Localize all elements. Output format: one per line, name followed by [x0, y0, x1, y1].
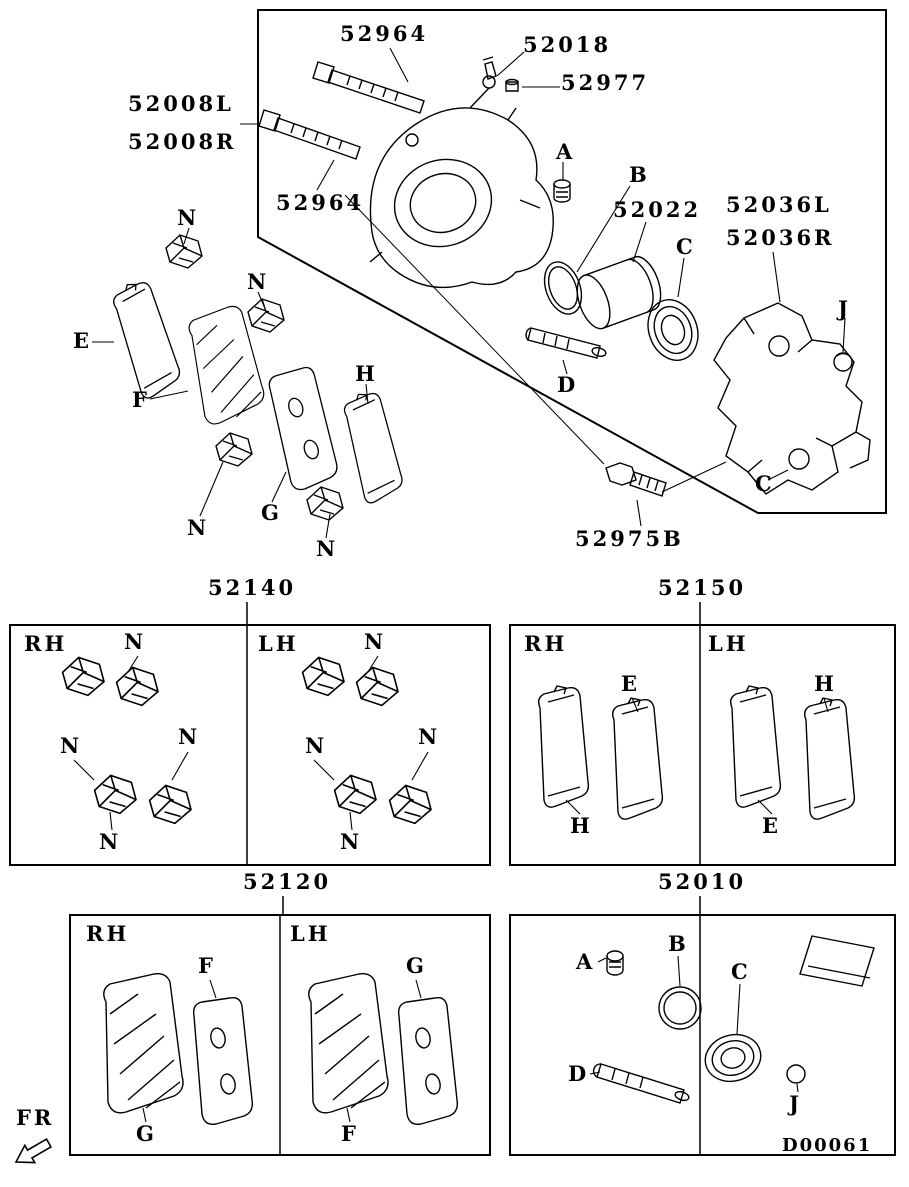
shim-kit-rh: RH: [524, 631, 568, 656]
label-clip-n: N: [187, 515, 210, 540]
label-cap-j: J: [838, 296, 851, 321]
guide-pin-upper-drawing: [312, 61, 425, 114]
label-shim-h: H: [355, 361, 378, 386]
grease-a-drawing: [553, 179, 571, 203]
pin-boot-j-drawing: [833, 352, 853, 372]
clip-kit-n: N: [60, 733, 83, 758]
piston-drawing: [576, 255, 662, 330]
label-caliper-left: 52008L: [128, 91, 234, 116]
pad-kit-lh: LH: [290, 921, 331, 946]
shim-kit-lh: LH: [708, 631, 749, 656]
front-direction-arrow-icon: [14, 1138, 52, 1164]
clip-kit-n: N: [305, 733, 328, 758]
pad-kit-g: G: [136, 1121, 157, 1146]
pad-kit-f: F: [198, 953, 216, 978]
label-bleeder-cap: 52977: [561, 70, 650, 95]
label-clip-n: N: [316, 536, 339, 561]
pad-kit-f: F: [341, 1121, 359, 1146]
label-pin-d: D: [557, 372, 579, 397]
label-carrier-right: 52036R: [726, 225, 835, 250]
clip-kit-n: N: [178, 724, 201, 749]
assembly-boundary: [257, 9, 887, 514]
seal-kit-j: J: [789, 1091, 802, 1116]
clip-n-drawing: [165, 234, 203, 269]
label-pin-upper: 52964: [340, 21, 429, 46]
clip-kit-n: N: [418, 724, 441, 749]
shim-kit-h: H: [570, 813, 593, 838]
carrier-bracket-drawing: [713, 302, 871, 495]
seal-kit-d: D: [568, 1061, 590, 1086]
piston-boot-drawing: [647, 299, 699, 361]
label-carrier-c: C: [755, 471, 775, 496]
label-pin-lower: 52964: [276, 190, 365, 215]
seal-kit-c: C: [731, 959, 751, 984]
doc-code: D00061: [782, 1135, 873, 1156]
clip-kit-n: N: [99, 829, 122, 854]
clip-kit-n: N: [364, 629, 387, 654]
guide-pin-lower-drawing: [258, 109, 361, 160]
shim-kit-part-no: 52150: [658, 575, 747, 600]
pad-kit-g: G: [406, 953, 427, 978]
label-pad-g: G: [261, 500, 282, 525]
pad-kit-rh: RH: [86, 921, 130, 946]
bleeder-screw-drawing: [469, 56, 497, 109]
clip-n-drawing: [306, 486, 344, 521]
exploded-view-drawing: [61, 56, 875, 1125]
label-guide-bolt: 52975B: [575, 526, 684, 551]
label-piston: 52022: [613, 197, 702, 222]
label-grease-a: A: [556, 139, 576, 164]
label-clip-n: N: [247, 269, 270, 294]
bleeder-cap-drawing: [505, 78, 519, 92]
kit-boxes: [9, 602, 896, 1156]
leader-lines: [73, 47, 846, 1123]
seal-kit-a: A: [576, 949, 596, 974]
clip-n-drawing: [215, 432, 253, 467]
pad-g-drawing: [266, 364, 341, 493]
shim-kit-e: E: [621, 671, 641, 696]
shim-kit-h: H: [814, 671, 837, 696]
caliper-body-drawing: [369, 107, 554, 289]
label-caliper-right: 52008R: [128, 129, 237, 154]
seal-kit-part-no: 52010: [658, 869, 747, 894]
shim-kit-e: E: [762, 813, 782, 838]
label-boot-c: C: [676, 234, 696, 259]
clip-kit-n: N: [340, 829, 363, 854]
outer-shim-e-drawing: [109, 276, 185, 402]
front-direction-label: FR: [16, 1105, 55, 1130]
pad-kit-part-no: 52120: [243, 869, 332, 894]
clip-kit-lh: LH: [258, 631, 299, 656]
label-clip-n: N: [177, 205, 200, 230]
label-pad-f: F: [132, 387, 150, 412]
inner-shim-h-drawing: [341, 388, 406, 506]
label-carrier-left: 52036L: [726, 192, 832, 217]
shim-kit-drawing: [537, 685, 856, 820]
lock-bolt-drawing: [605, 462, 667, 497]
clip-kit-n: N: [124, 629, 147, 654]
clip-kit-rh: RH: [24, 631, 68, 656]
clip-n-drawing: [247, 298, 285, 333]
clip-kit-part-no: 52140: [208, 575, 297, 600]
label-bleeder-screw: 52018: [523, 32, 612, 57]
guide-pin-d-drawing: [525, 327, 607, 359]
label-shim-e: E: [73, 328, 93, 353]
label-seal-b: B: [629, 162, 650, 187]
seal-kit-b: B: [668, 931, 689, 956]
